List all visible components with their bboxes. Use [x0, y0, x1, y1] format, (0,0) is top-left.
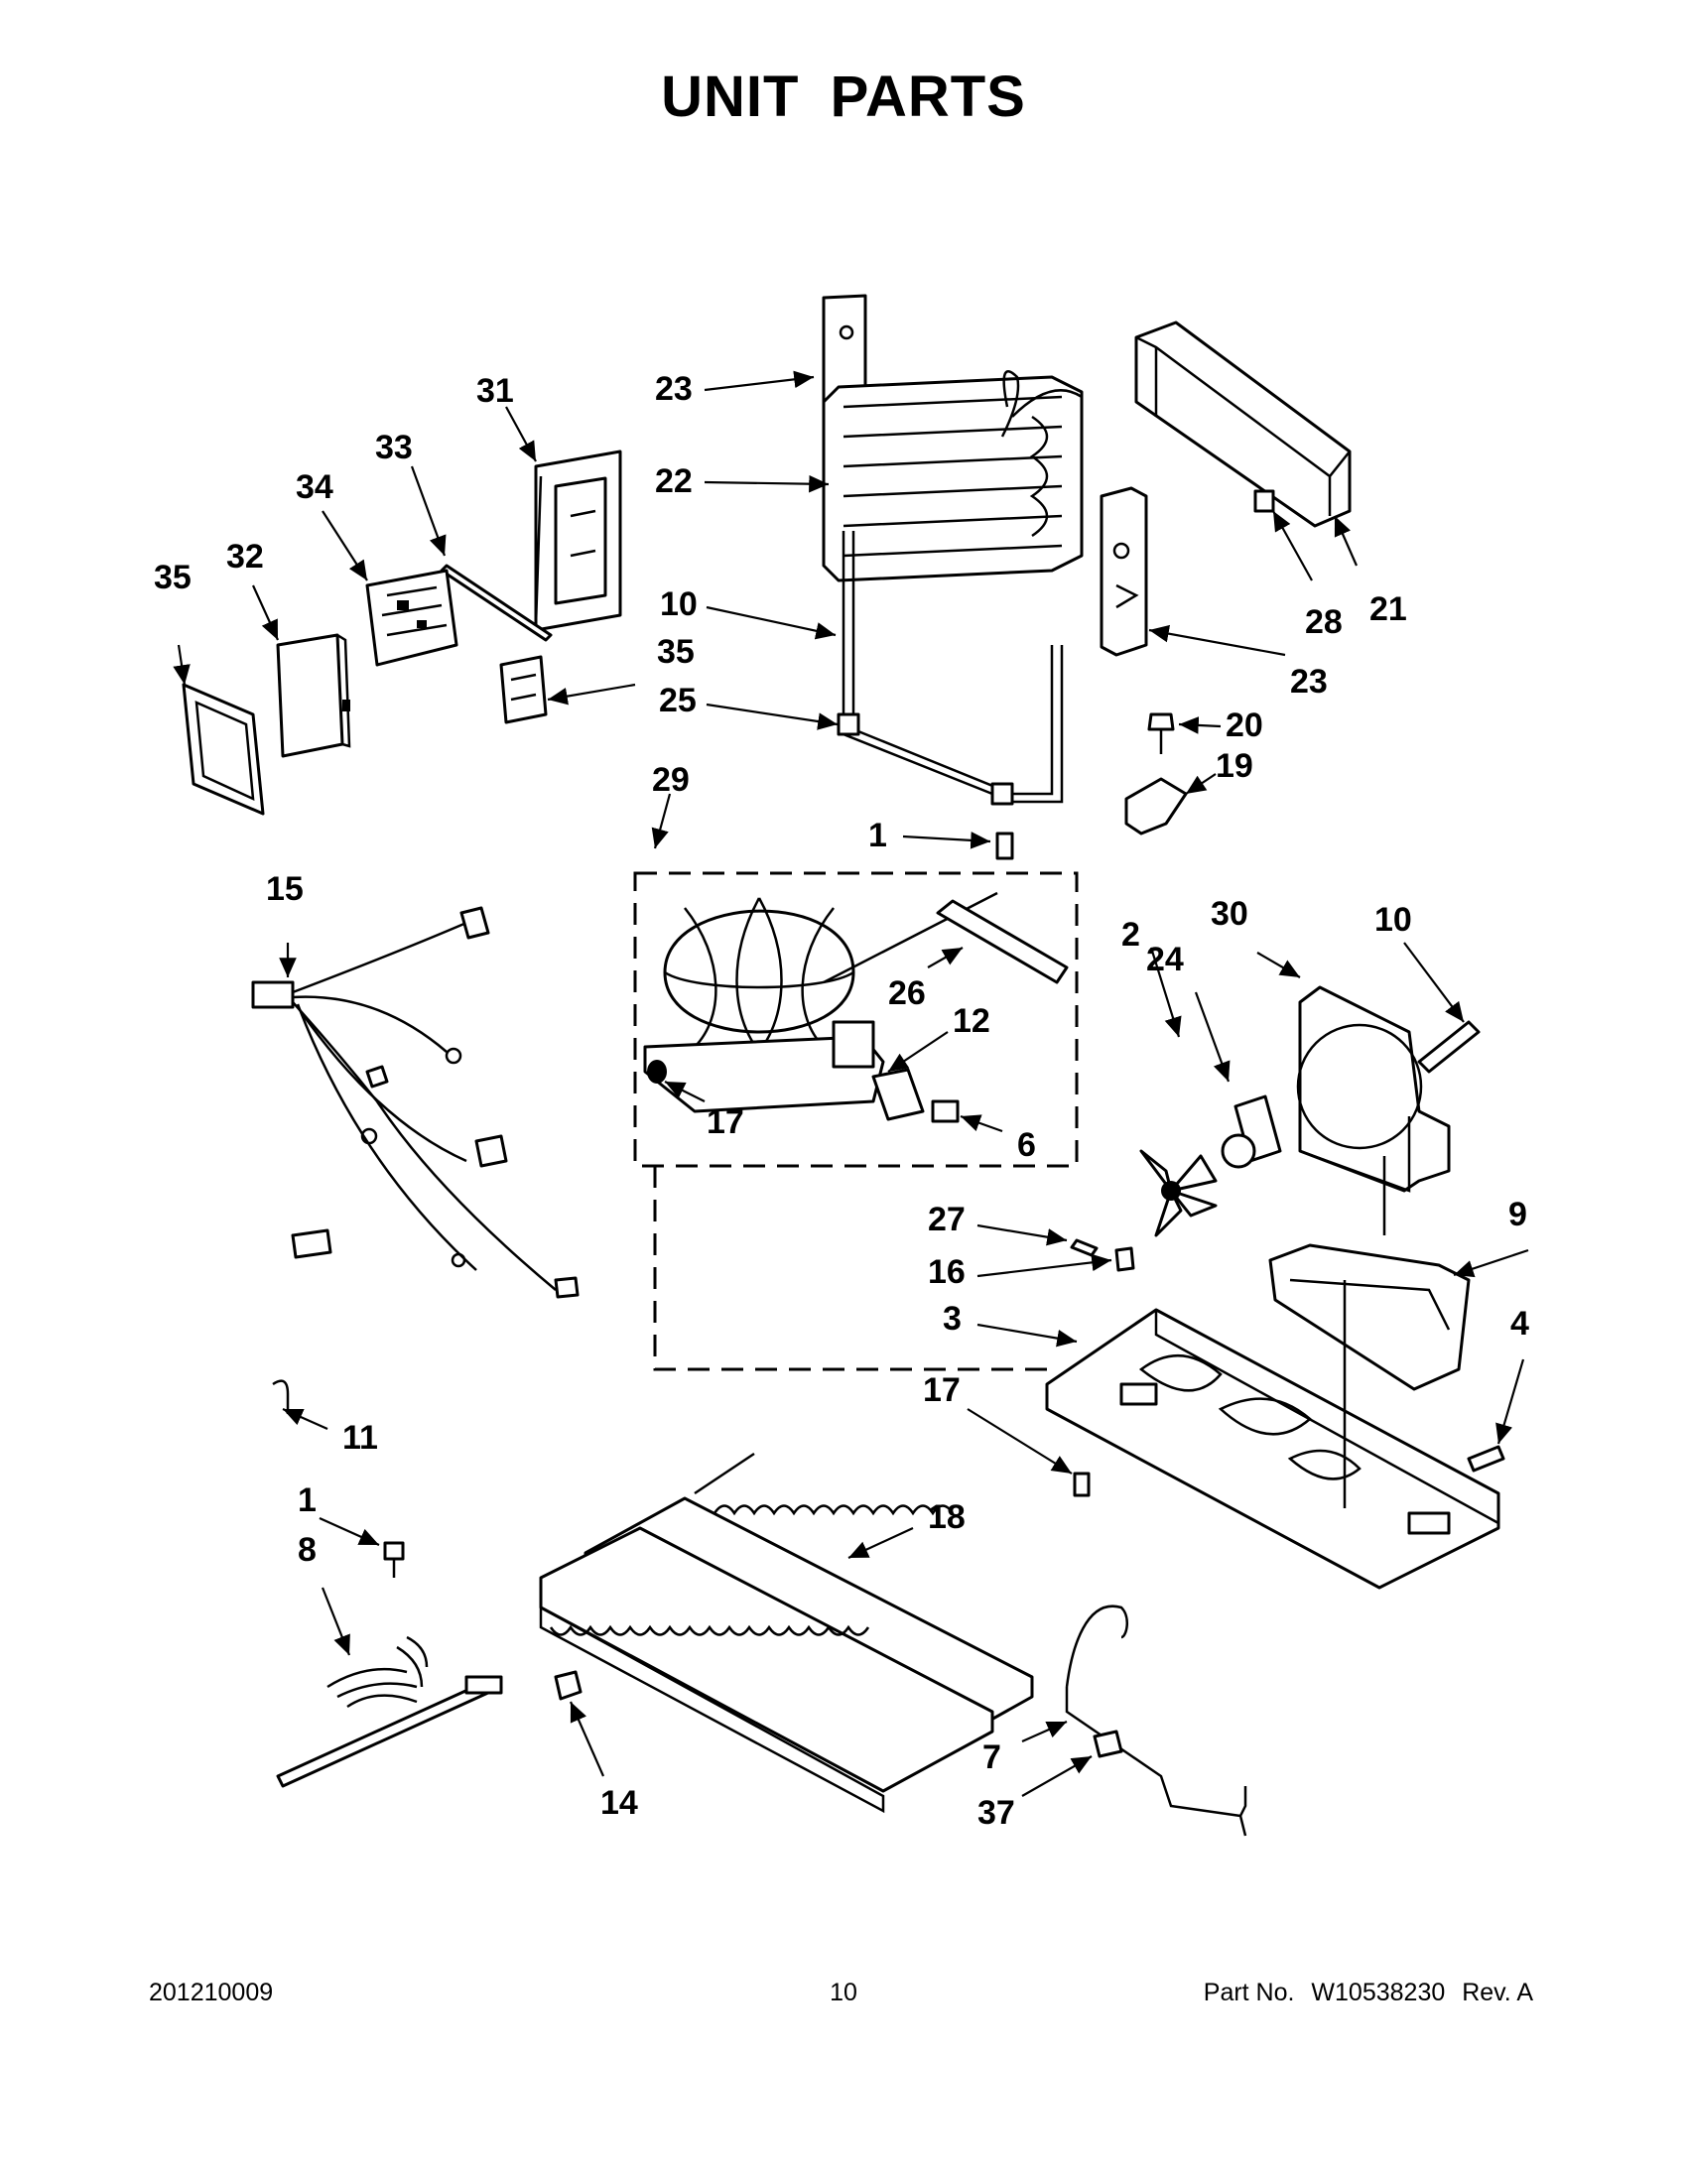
callout-31: 31	[476, 372, 514, 410]
screw-part-9	[1417, 1020, 1481, 1074]
callout-37: 37	[977, 1794, 1015, 1832]
clip-part-11	[272, 1379, 290, 1414]
fan-shroud	[1296, 985, 1451, 1193]
callout-17: 17	[707, 1103, 744, 1141]
control-board	[365, 569, 458, 667]
callout-24: 24	[1146, 941, 1184, 978]
callout-5: 6	[1017, 1126, 1036, 1164]
control-housing	[534, 450, 622, 632]
callout-labels: 23 22 10 35 25 23 21 28 20 19 31 33 34 3…	[154, 370, 1529, 1832]
callout-33: 33	[375, 429, 413, 466]
wire-strip-part	[440, 564, 553, 642]
callout-13: 14	[600, 1784, 638, 1822]
drain-tube	[1065, 1605, 1247, 1837]
page-title: UNIT PARTS	[661, 64, 1026, 129]
evaporator-cover	[1134, 321, 1352, 528]
callout-14: 15	[266, 870, 304, 908]
callout-30: 30	[1211, 895, 1248, 933]
wire-harness	[251, 906, 580, 1299]
callout-9: 10	[1374, 901, 1412, 939]
callout-10: 10	[660, 585, 698, 623]
callout-1-top: 1	[868, 817, 887, 854]
bolt-part-21	[1147, 712, 1175, 754]
access-cover-frame	[182, 683, 265, 816]
screw-part-16	[1073, 1472, 1091, 1497]
callout-15: 16	[928, 1253, 966, 1291]
callout-1-bottom: 1	[298, 1481, 317, 1519]
callout-34: 34	[296, 468, 333, 506]
wire-harness-7	[276, 1635, 503, 1788]
compressor-assembly	[633, 832, 1079, 1168]
date-code: 201210009	[149, 1979, 274, 2006]
fan-blade	[1139, 1149, 1218, 1237]
callout-4: 4	[1510, 1305, 1529, 1343]
grommet-part	[1093, 1730, 1123, 1758]
base-pan	[1045, 1246, 1500, 1590]
callout-2: 2	[1121, 916, 1140, 954]
part-number-label: Part No.	[1203, 1979, 1295, 2006]
callout-26: 26	[888, 974, 926, 1012]
bolt-part-1-lower	[383, 1541, 405, 1578]
callout-20: 21	[1369, 590, 1407, 628]
callout-29: 27	[928, 1201, 966, 1238]
screw-part-4	[1467, 1445, 1505, 1473]
part-number-value: W10538230	[1311, 1979, 1446, 2006]
callout-27: 29	[652, 761, 690, 799]
part-number-line: Part No. W10538230 Rev. A	[1204, 1979, 1533, 2007]
tubing-part	[837, 531, 1064, 806]
small-board	[499, 655, 548, 724]
bracket-part-19	[1124, 777, 1188, 835]
spacer-part-29	[1070, 1238, 1099, 1257]
callout-11: 11	[342, 1419, 378, 1457]
callout-36: 35	[657, 633, 695, 671]
leader-lines	[173, 370, 1529, 1797]
callout-22: 22	[655, 462, 693, 500]
condenser-coil	[539, 1452, 1034, 1814]
page-number: 10	[830, 1979, 857, 2006]
callout-16: 17	[923, 1371, 961, 1409]
callout-35: 35	[154, 559, 192, 596]
callout-3: 3	[943, 1300, 962, 1338]
callout-8: 9	[1508, 1196, 1527, 1233]
clip-part	[1253, 489, 1275, 513]
callout-21: 20	[1226, 707, 1263, 744]
callout-12: 12	[953, 1002, 990, 1040]
callout-25: 25	[659, 682, 697, 719]
callout-18: 18	[928, 1498, 966, 1536]
compartment-bracket	[1268, 1243, 1471, 1391]
fan-motor	[1221, 1094, 1282, 1169]
revision-label: Rev. A	[1462, 1979, 1533, 2006]
callout-6: 7	[982, 1738, 1001, 1776]
evaporator-bracket-right	[1100, 486, 1148, 657]
callout-23-top: 23	[655, 370, 693, 408]
evaporator-part	[822, 294, 1084, 582]
callout-23-right: 23	[1290, 663, 1328, 701]
callout-28: 28	[1305, 603, 1343, 641]
board-cover	[276, 633, 351, 758]
clip-part-13	[554, 1670, 583, 1701]
callout-32: 32	[226, 538, 264, 576]
callout-7: 8	[298, 1531, 317, 1569]
callout-19: 19	[1216, 747, 1253, 785]
